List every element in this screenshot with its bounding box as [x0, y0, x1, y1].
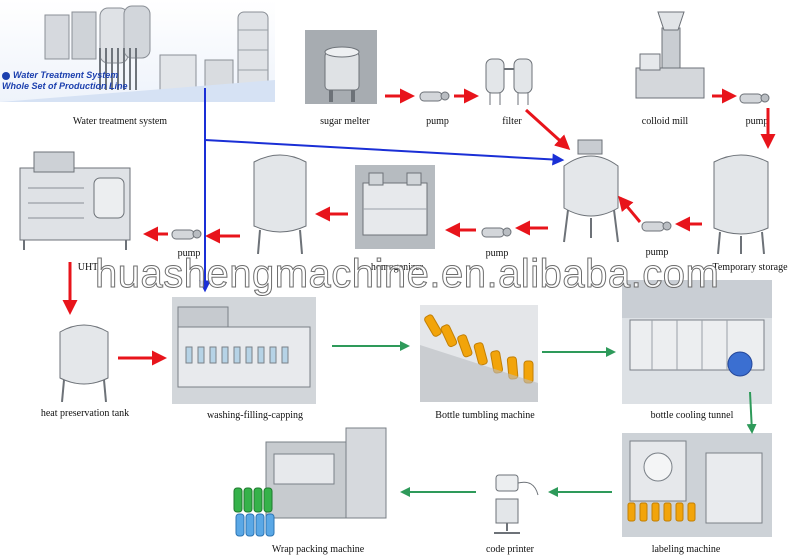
mixing-tank-image [556, 138, 626, 244]
wrap-packing-machine-image [230, 424, 394, 539]
intermediate-tank-image [248, 150, 312, 254]
pump-icon [419, 91, 450, 102]
washing-filling-capping-label: washing-filling-capping [206, 410, 304, 421]
bottle-tumbling-machine-image [420, 305, 538, 402]
bottle-tumbling-machine-label: Bottle tumbling machine [435, 410, 535, 421]
labeling-machine-image [622, 433, 772, 537]
pump-2-image [738, 90, 772, 106]
washing-filling-capping-image [172, 297, 316, 404]
uht-label: UHT [77, 262, 99, 273]
homogenizer-label: homogenizer [370, 262, 424, 273]
heat-preservation-tank-label: heat preservation tank [40, 408, 130, 419]
bottle-cooling-tunnel-image [622, 280, 772, 404]
bullet-icon [2, 71, 10, 80]
temporary-storage-image [708, 150, 774, 254]
homogenizer-image [355, 165, 435, 249]
wrap-packing-machine-label: Wrap packing machine [271, 544, 365, 555]
pump-1-label: pump [426, 116, 449, 127]
arrow-water-to-tank [204, 139, 565, 166]
colloid-mill-label: colloid mill [641, 116, 689, 127]
pump-4-image [480, 224, 514, 240]
pump-1-image [418, 88, 452, 104]
pump-4-label: pump [485, 248, 509, 259]
water-treatment-system-image: Water Treatment System Whole Set of Prod… [0, 0, 275, 102]
arrow-cooling-to-labeling [746, 391, 757, 434]
pump-2-label: pump [745, 116, 769, 127]
water-treatment-label: Water treatment system [72, 116, 168, 127]
watermark: huashengmachine.en.alibaba.com [94, 252, 720, 297]
water-treatment-caption-line1: Water Treatment System [13, 70, 119, 80]
pump-icon [641, 221, 672, 232]
pump-3-label: pump [177, 248, 201, 259]
heat-preservation-tank-image [54, 318, 114, 402]
filter-image [480, 55, 542, 107]
pump-icon [171, 229, 202, 240]
arrow-filter-to-tank [524, 108, 571, 151]
pump-5-label: pump [645, 247, 669, 258]
arrow-pump-to-tank [618, 195, 642, 223]
filter-label: filter [502, 116, 522, 127]
labeling-machine-label: labeling machine [651, 544, 721, 555]
water-treatment-caption-line2: Whole Set of Production Line [2, 81, 128, 91]
water-treatment-equipment-icon [0, 5, 275, 102]
pump-icon [739, 93, 770, 104]
code-printer-image [482, 465, 544, 537]
bottle-cooling-tunnel-label: bottle cooling tunnel [650, 410, 734, 421]
sugar-melter-image [305, 30, 377, 104]
colloid-mill-image [628, 8, 708, 102]
sugar-melter-label: sugar melter [320, 116, 370, 127]
water-treatment-caption: Water Treatment System Whole Set of Prod… [2, 70, 128, 92]
pump-3-image [170, 226, 204, 242]
uht-image [14, 148, 144, 252]
temporary-storage-label: Temporary storage [712, 262, 788, 273]
pump-5-image [640, 218, 674, 234]
code-printer-label: code printer [485, 544, 535, 555]
pump-icon [481, 227, 512, 238]
